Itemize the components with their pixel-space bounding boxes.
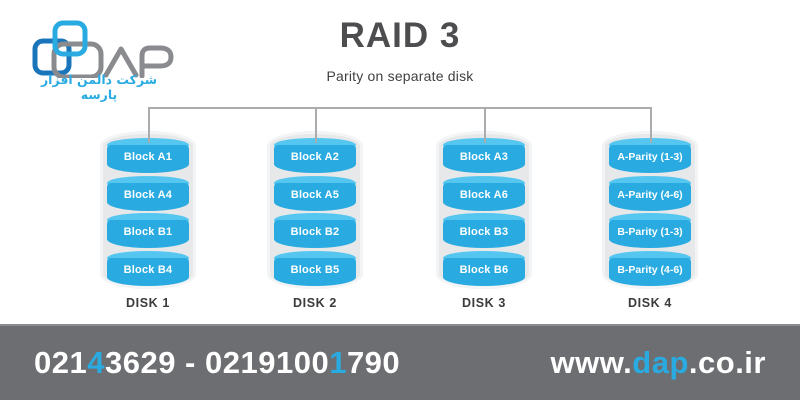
phone-segment: 790 bbox=[346, 345, 401, 380]
disk-block: Block B6 bbox=[443, 250, 525, 286]
disk-block: B-Parity (4-6) bbox=[609, 250, 691, 286]
block-label: B-Parity (4-6) bbox=[617, 263, 683, 276]
disk-block: Block A2 bbox=[274, 138, 356, 173]
block-label: A-Parity (4-6) bbox=[617, 188, 683, 201]
block-label: Block B4 bbox=[123, 263, 173, 276]
disk1-casing: Block A1 Block A4 Block B1 Block B4 bbox=[100, 131, 196, 289]
cylinder-body bbox=[107, 220, 189, 248]
block-label: Block A1 bbox=[123, 151, 173, 163]
block-label: Block B3 bbox=[459, 226, 509, 238]
cylinder-body bbox=[443, 182, 525, 211]
disk-label: DISK 4 bbox=[628, 296, 672, 310]
disk-label: DISK 2 bbox=[293, 296, 337, 310]
disk-label: DISK 1 bbox=[126, 296, 170, 310]
disk-block: Block B5 bbox=[274, 250, 356, 286]
block-label: Block B5 bbox=[290, 263, 340, 276]
cylinder-body bbox=[609, 257, 691, 286]
footer-bar: 02143629 - 02191001790 www.dap.co.ir bbox=[0, 324, 800, 400]
disk-block: Block A3 bbox=[443, 138, 525, 173]
cylinder-body bbox=[107, 257, 189, 286]
logo-caption: شرکت دالمن افزار پارسه bbox=[40, 72, 158, 102]
phone-numbers: 02143629 - 02191001790 bbox=[34, 345, 400, 381]
connector-horizontal-line bbox=[148, 107, 651, 109]
cylinder-body bbox=[274, 220, 356, 248]
connector-drop-disk4 bbox=[650, 107, 652, 143]
block-label: Block A4 bbox=[123, 188, 173, 201]
disk3-casing: Block A3 Block A6 Block B3 Block B6 bbox=[436, 131, 532, 289]
disk-block: Block A6 bbox=[443, 175, 525, 211]
disk-block: A-Parity (1-3) bbox=[609, 138, 691, 173]
disk-label: DISK 3 bbox=[462, 296, 506, 310]
disk-block: Block A1 bbox=[107, 138, 189, 173]
cylinder-body bbox=[609, 220, 691, 248]
disk-column-1: Block A1 Block A4 Block B1 Block B4 DISK… bbox=[88, 131, 208, 310]
disk-column-4: A-Parity (1-3) A-Parity (4-6) B-Parity (… bbox=[590, 131, 710, 310]
disk-block: Block B4 bbox=[107, 250, 189, 286]
dap-logo: شرکت دالمن افزار پارسه bbox=[14, 6, 184, 102]
block-label: Block A5 bbox=[290, 188, 340, 201]
page-title: RAID 3 bbox=[339, 16, 461, 55]
cylinder-body bbox=[443, 257, 525, 286]
cylinder-body bbox=[609, 182, 691, 211]
disk-block: Block B1 bbox=[107, 213, 189, 248]
disk-column-3: Block A3 Block A6 Block B3 Block B6 DISK… bbox=[424, 131, 544, 310]
cylinder-body bbox=[443, 145, 525, 173]
block-label: Block A3 bbox=[459, 151, 509, 163]
cylinder-body bbox=[107, 182, 189, 211]
website-segment: .co.ir bbox=[688, 345, 766, 380]
cylinder-body bbox=[274, 145, 356, 173]
website-segment: www. bbox=[550, 345, 633, 380]
phone-segment-accent: 1 bbox=[329, 345, 347, 380]
disk-block: Block B3 bbox=[443, 213, 525, 248]
block-label: Block A6 bbox=[459, 188, 509, 201]
cylinder-body bbox=[274, 182, 356, 211]
connector-drop-disk2 bbox=[315, 107, 317, 143]
disk-block: A-Parity (4-6) bbox=[609, 175, 691, 211]
phone-segment: 3629 - 0219100 bbox=[104, 345, 330, 380]
cylinder-body bbox=[107, 145, 189, 173]
dap-logo-icon bbox=[32, 20, 174, 80]
block-label: Block A2 bbox=[290, 151, 340, 163]
disk4-casing: A-Parity (1-3) A-Parity (4-6) B-Parity (… bbox=[602, 131, 698, 289]
disk-column-2: Block A2 Block A5 Block B2 Block B5 DISK… bbox=[255, 131, 375, 310]
page-subtitle: Parity on separate disk bbox=[326, 68, 474, 84]
connector-drop-disk3 bbox=[484, 107, 486, 143]
disk2-casing: Block A2 Block A5 Block B2 Block B5 bbox=[267, 131, 363, 289]
disk-block: Block A4 bbox=[107, 175, 189, 211]
block-label: Block B6 bbox=[459, 263, 509, 276]
website-segment-accent: dap bbox=[632, 345, 689, 380]
website-url: www.dap.co.ir bbox=[550, 345, 766, 381]
disk-block: B-Parity (1-3) bbox=[609, 213, 691, 248]
cylinder-body bbox=[443, 220, 525, 248]
cylinder-body bbox=[274, 257, 356, 286]
phone-segment-accent: 4 bbox=[87, 345, 105, 380]
disk-block: Block A5 bbox=[274, 175, 356, 211]
disk-block: Block B2 bbox=[274, 213, 356, 248]
block-label: B-Parity (1-3) bbox=[617, 226, 683, 238]
cylinder-body bbox=[609, 145, 691, 173]
block-label: A-Parity (1-3) bbox=[617, 151, 683, 163]
phone-segment: 021 bbox=[34, 345, 88, 380]
block-label: Block B2 bbox=[290, 226, 340, 238]
block-label: Block B1 bbox=[123, 226, 173, 238]
connector-drop-disk1 bbox=[148, 107, 150, 143]
